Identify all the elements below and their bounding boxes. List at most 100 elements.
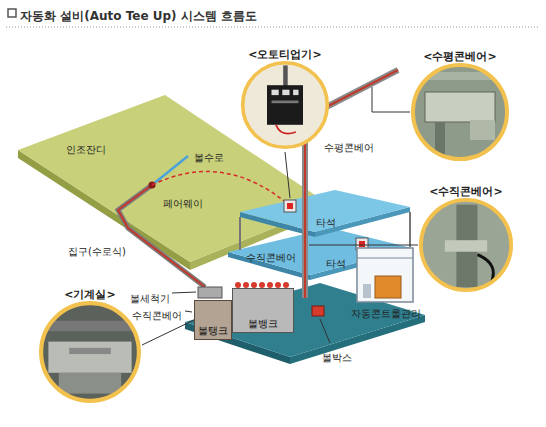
illustration-part [421,200,511,290]
part-label: 타석 [316,217,336,229]
callout-circle: <수직콘베어> [418,183,514,293]
tee-machine [284,200,296,212]
part-label: 수직콘베어 [132,310,182,322]
part-label: 수평콘베어 [324,142,374,154]
part-label: 페어웨이 [163,198,203,210]
control-cabinet: 자동콘트롤관리 [350,246,422,320]
label-box: 인조잔디 [66,138,106,157]
label-box: 수직콘베어 [246,246,296,265]
illustration-part [413,65,507,159]
callout-photo [410,62,510,162]
label-box: 페어웨이 [163,192,203,211]
illustration-part [425,92,495,122]
label-box: 타석 [316,211,336,230]
heading-row: <기계실> [38,286,142,300]
title-box: 자동화 설비(Auto Tee Up) 시스템 흐름도 [20,5,257,24]
part-label: 인조잔디 [66,144,106,156]
callout-heading: <수평콘베어> [423,50,496,64]
ball-washer [198,287,222,298]
label-box: 볼수로 [194,146,224,165]
heading-row: <수평콘베어> [410,48,510,62]
illustration-part [410,62,510,162]
label-box: 타석 [326,252,346,271]
ball-box [312,306,324,316]
illustration-part [470,120,495,140]
heading-row: <오토티업기> [240,46,330,60]
heading-row: <수직콘베어> [418,183,514,197]
callout-circle: <오토티업기> [240,46,330,150]
part-label: 수직콘베어 [246,252,296,264]
illustration-part [38,300,142,404]
tee-machine-light [287,203,293,209]
illustration-part [410,62,510,162]
callout-heading: <수직콘베어> [429,185,502,199]
label-box: 집구(수로식) [68,240,126,259]
vertical-conveyor-core [304,118,306,298]
illustration-part [282,90,289,95]
callout-circle: <수평콘베어> [410,48,510,162]
illustration-part [418,197,514,293]
illustration-part [267,85,303,125]
part-label: 타석 [326,258,346,270]
illustration-part [48,342,131,373]
ball-pipe [118,185,205,287]
illustration-part [240,60,330,150]
label-box: 볼박스 [322,346,352,365]
leader-line [372,87,410,112]
illustration-part [357,258,413,259]
part-label: 볼세척기 [130,293,170,305]
illustration-part [418,197,514,293]
callout-photo [240,60,330,150]
callout-heading: <오토티업기> [248,48,321,62]
upper-floor [240,190,410,237]
callout-photo [38,300,142,404]
leader-line [309,245,418,246]
illustration-part [363,284,371,298]
part-label: 볼박스 [322,352,352,364]
leader-line [320,319,330,343]
illustration-part [243,63,328,148]
illustration-part [445,240,487,252]
illustration-part [272,101,299,104]
cabinet-caption-row: 자동콘트롤관리 [350,305,422,320]
illustration-part [283,65,288,87]
label-box: 수직콘베어 [132,304,182,323]
callout-heading: <기계실> [64,288,115,302]
illustration-part [375,276,401,298]
cabinet-caption: 자동콘트롤관리 [351,307,421,320]
illustration-part [240,60,330,150]
equipment-box: 볼탱크 [194,300,232,340]
callout-circle: <기계실> [38,286,142,404]
support-post [239,217,241,250]
leader-line [185,311,192,312]
tee-machine-light [359,241,365,247]
illustration-part [276,125,296,134]
label-box: 수평콘베어 [324,136,374,155]
leader-line [285,152,290,198]
illustration-part [69,348,111,354]
ball-pipe-core [118,185,205,287]
illustration-part [293,90,298,95]
title-bullet [8,9,16,17]
box-label: 볼뱅크 [248,317,278,330]
part-label: 볼수로 [194,152,224,164]
floor-top [240,190,410,232]
label-box: 볼세척기 [130,287,170,306]
callout-photo [418,197,514,293]
leader-line [172,292,196,293]
illustration-part [59,373,121,394]
illustration-part [357,248,413,302]
support-post [409,212,411,247]
illustration-part [272,90,279,95]
title-text: 자동화 설비(Auto Tee Up) 시스템 흐름도 [20,8,257,24]
ball-channel [152,156,188,185]
cabinet-drawing [355,246,417,304]
title-rule [6,27,540,28]
illustration-part [41,303,139,401]
illustration-part [435,122,445,154]
box-label: 볼탱크 [198,324,228,337]
leader-connector [142,320,194,345]
illustration-part [38,300,142,404]
equipment-box: 볼뱅크 [232,288,294,333]
